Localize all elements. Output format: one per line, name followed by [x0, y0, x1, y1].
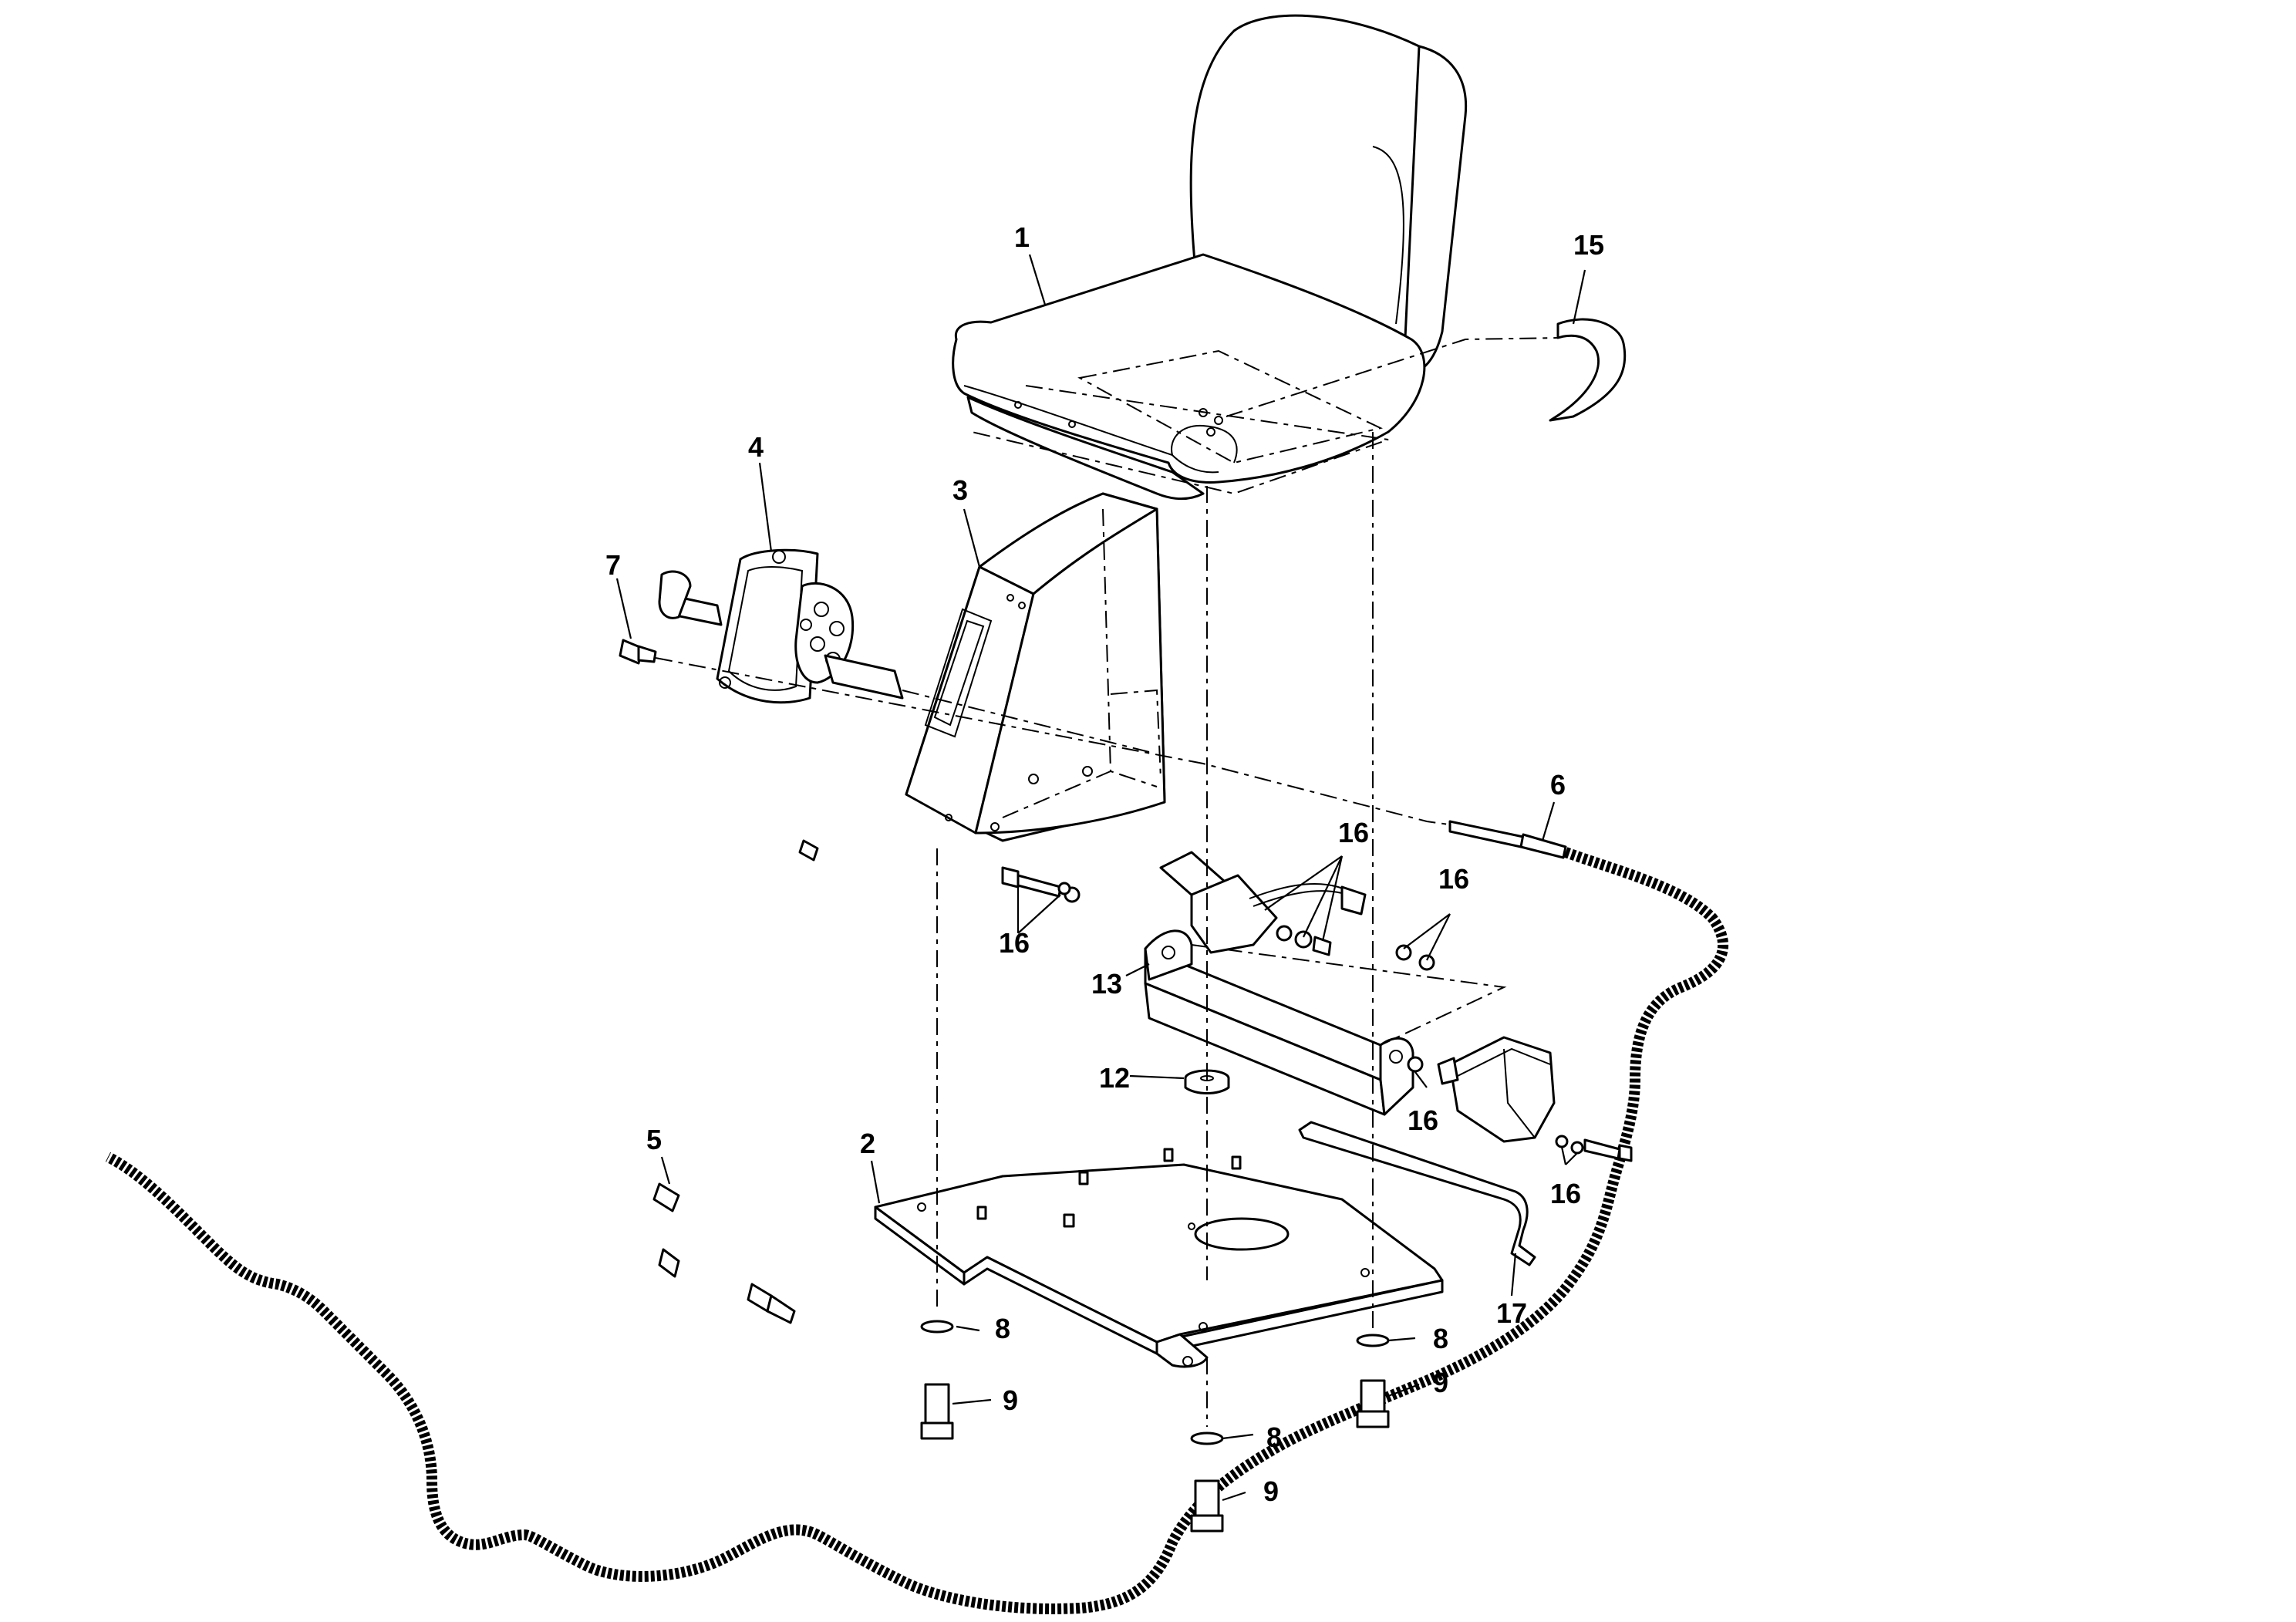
seat	[952, 14, 1468, 501]
callout-3: 3	[952, 474, 968, 506]
callout-15: 15	[1573, 229, 1604, 261]
spacer	[1184, 1069, 1230, 1094]
lower-hardware	[1555, 1135, 1633, 1162]
callout-9-center: 9	[1263, 1475, 1279, 1507]
washer-left	[920, 1320, 954, 1334]
callout-17: 17	[1496, 1297, 1527, 1329]
washer-center	[1190, 1431, 1224, 1445]
callout-7: 7	[605, 549, 621, 581]
control-handle-assembly	[658, 548, 904, 704]
callout-8-right: 8	[1433, 1323, 1448, 1354]
switch-lower	[1407, 1036, 1556, 1143]
rod	[1298, 1121, 1536, 1266]
callout-13: 13	[1091, 968, 1122, 1000]
callout-16-right: 16	[1438, 863, 1469, 895]
callout-8-center: 8	[1266, 1421, 1282, 1453]
leader-lines	[615, 254, 1586, 1502]
callout-16-bottom: 16	[1550, 1178, 1581, 1209]
upper-hardware	[1001, 866, 1435, 971]
seat-support-console	[905, 492, 1166, 842]
wire-harness	[1549, 318, 1627, 422]
control-cables	[105, 820, 1729, 1614]
capscrew-center	[1190, 1479, 1224, 1533]
seat-base-plate	[874, 1148, 1444, 1368]
capscrew	[619, 639, 657, 665]
callout-2: 2	[860, 1128, 875, 1159]
capscrew-right	[1356, 1379, 1390, 1428]
callout-4: 4	[748, 431, 764, 463]
callout-6: 6	[1550, 769, 1566, 801]
callout-12: 12	[1099, 1062, 1130, 1094]
washer-right	[1356, 1334, 1390, 1347]
callout-9-left: 9	[1003, 1384, 1018, 1416]
callout-16-lower: 16	[1408, 1104, 1438, 1136]
callout-16-upper: 16	[1338, 817, 1369, 848]
mounting-bracket	[1144, 929, 1507, 1116]
capscrew-left	[920, 1383, 954, 1440]
callout-16-left: 16	[999, 927, 1030, 959]
callout-9-right: 9	[1433, 1367, 1448, 1398]
callout-8-left: 8	[995, 1313, 1010, 1344]
switch-upper	[1159, 851, 1367, 954]
callout-5: 5	[646, 1124, 662, 1155]
callout-1: 1	[1014, 221, 1030, 253]
